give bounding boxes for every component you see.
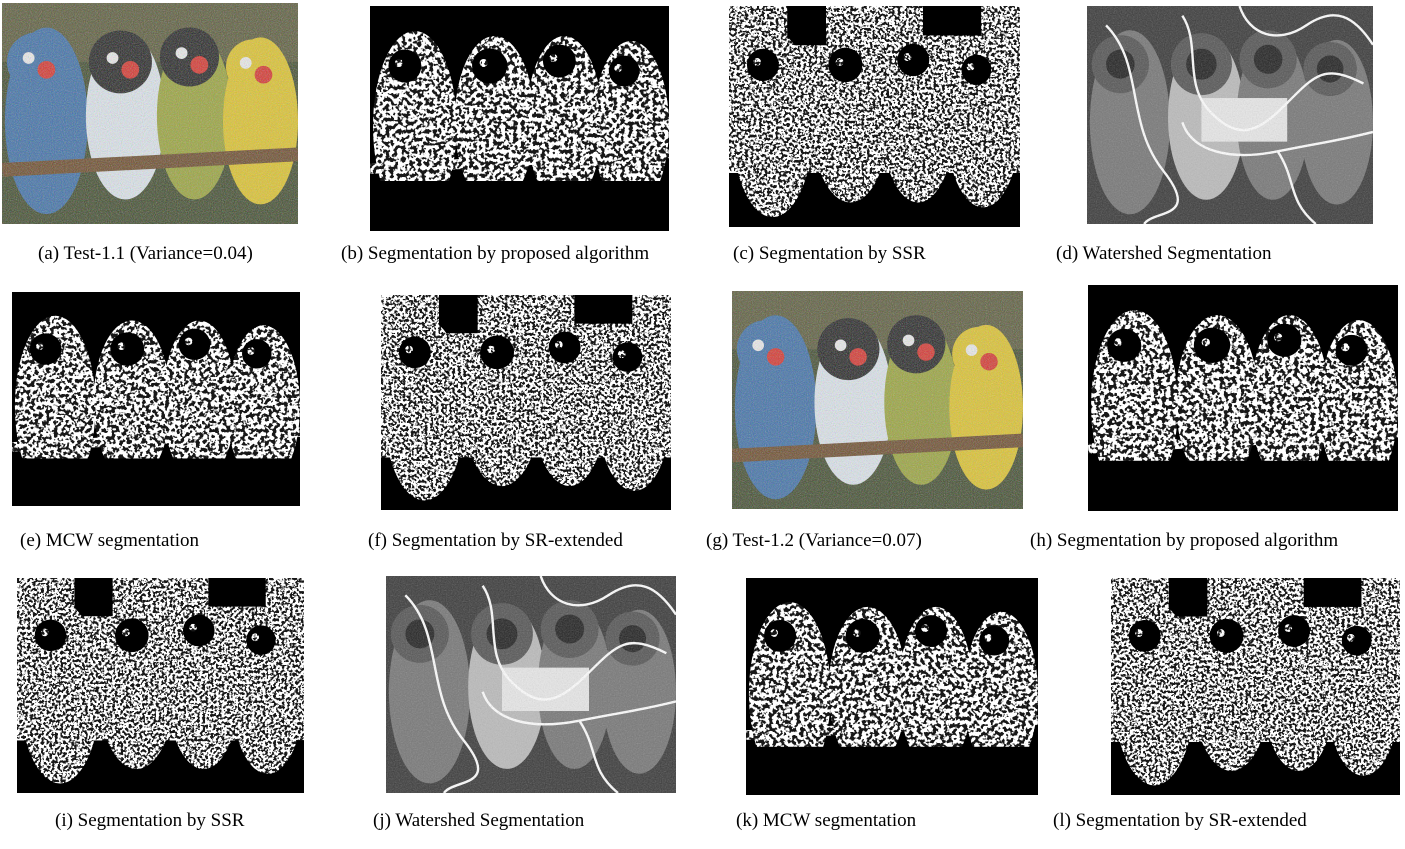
caption-d: (d) Watershed Segmentation [1056,243,1272,264]
panel-l-image [1111,578,1400,795]
caption-a: (a) Test-1.1 (Variance=0.04) [38,243,253,264]
caption-f: (f) Segmentation by SR-extended [368,530,623,551]
panel-g-image [732,291,1023,509]
panel-i-image [17,578,304,793]
panel-c-image [729,6,1020,227]
caption-b: (b) Segmentation by proposed algorithm [341,243,650,264]
panel-h-image [1088,285,1398,511]
caption-k: (k) MCW segmentation [736,810,917,831]
caption-c: (c) Segmentation by SSR [733,243,926,264]
caption-e: (e) MCW segmentation [20,530,200,551]
caption-g: (g) Test-1.2 (Variance=0.07) [706,530,922,551]
panel-a-image [2,3,298,224]
caption-h: (h) Segmentation by proposed algorithm [1030,530,1339,551]
caption-l: (l) Segmentation by SR-extended [1053,810,1307,831]
panel-b-image [370,6,669,231]
panel-f-image [381,295,671,510]
panel-e-image [12,292,300,506]
panel-k-image [746,578,1038,795]
panel-d-image [1087,6,1373,224]
panel-j-image [386,576,676,793]
caption-i: (i) Segmentation by SSR [55,810,245,831]
caption-j: (j) Watershed Segmentation [373,810,585,831]
